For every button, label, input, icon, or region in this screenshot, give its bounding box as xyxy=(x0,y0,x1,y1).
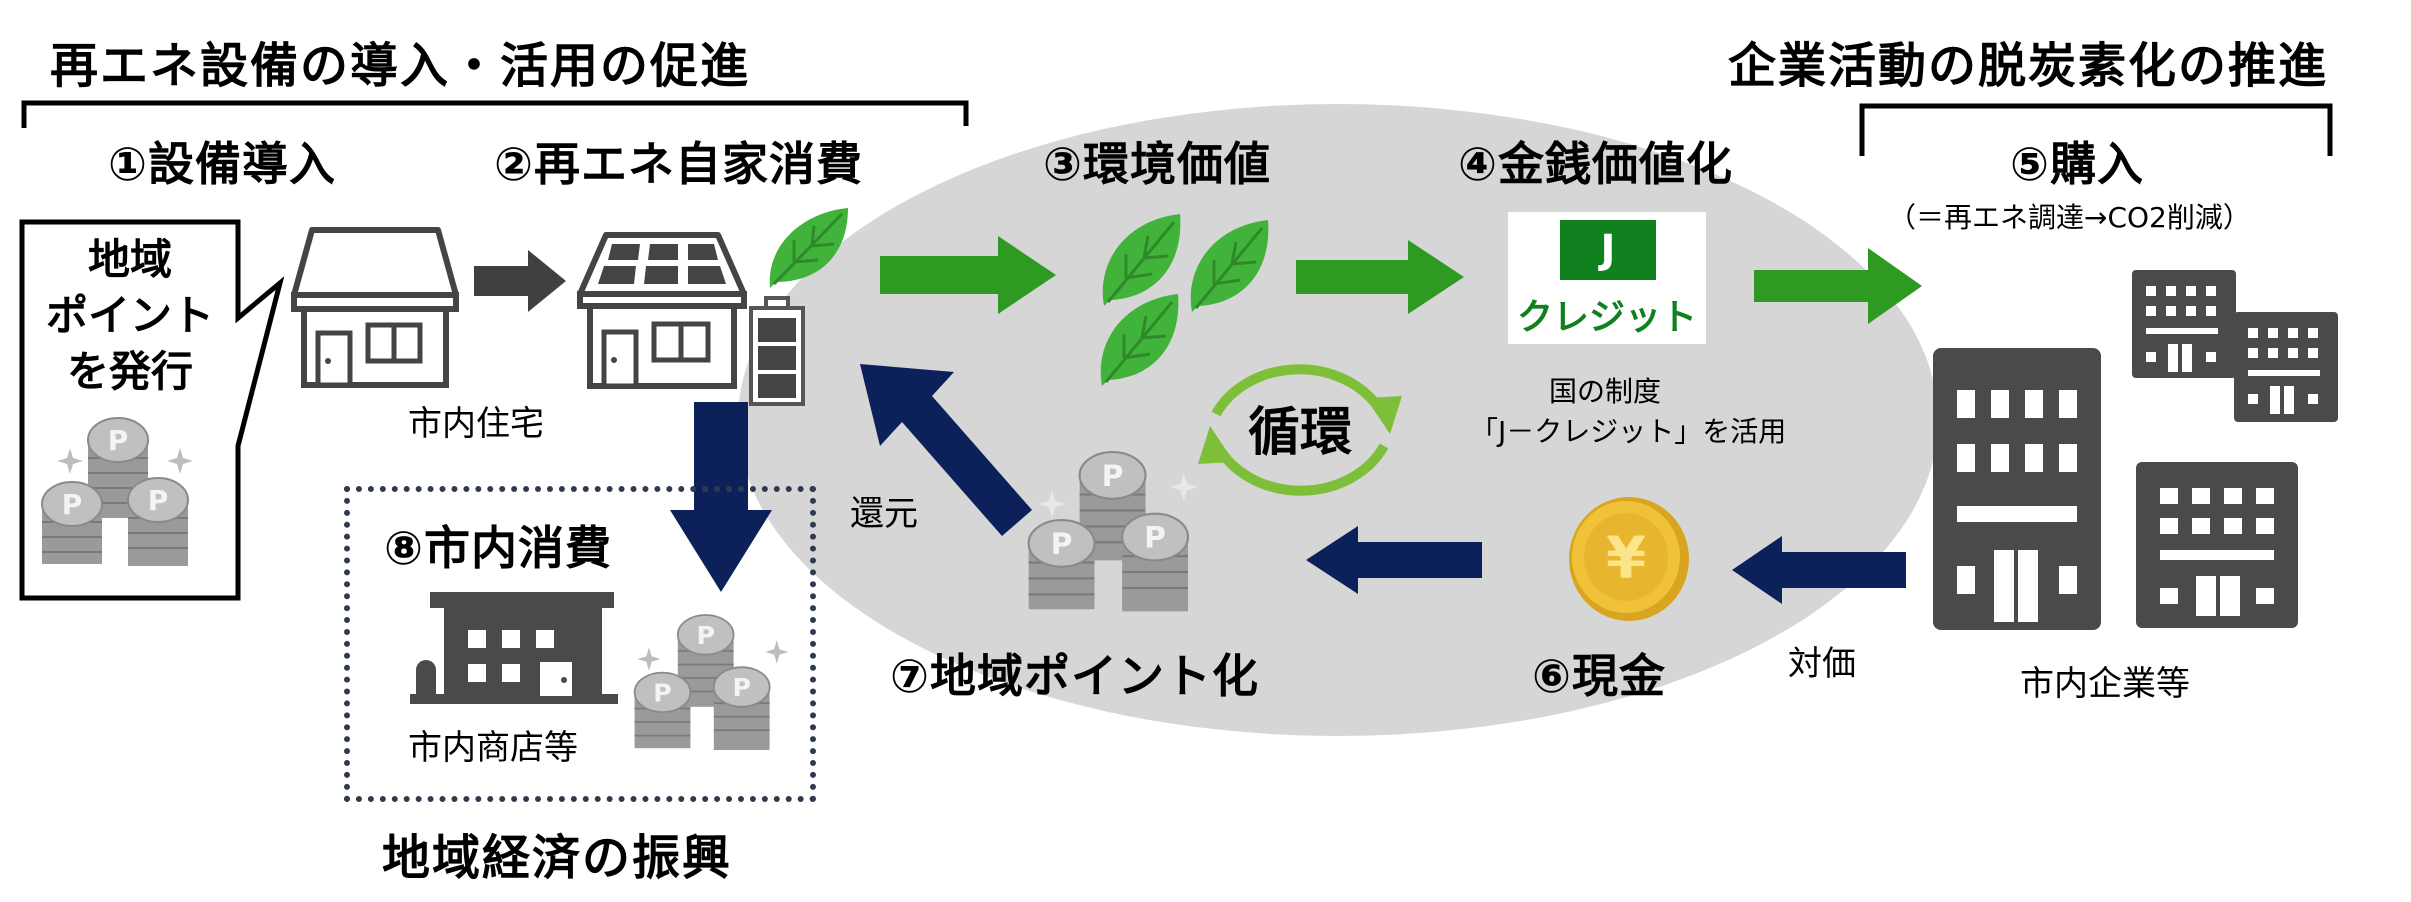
local-consumption-box xyxy=(344,486,816,802)
step-7-label: ⑦地域ポイント化 xyxy=(890,649,1259,703)
svg-text:P: P xyxy=(148,484,169,517)
leaf-icon xyxy=(1100,294,1179,386)
coin-stack-icon: P P P xyxy=(41,417,193,566)
leaf-icon xyxy=(769,208,848,288)
purchase-note: （＝再エネ調達→CO2削減） xyxy=(1888,201,2251,234)
svg-text:P: P xyxy=(62,488,83,521)
battery-icon xyxy=(749,296,805,406)
sparkle-icon xyxy=(1038,473,1198,518)
shop-icon xyxy=(410,592,618,704)
shops-caption: 市内商店等 xyxy=(408,728,578,768)
house-icon xyxy=(291,227,459,388)
left-section-title: 再エネ設備の導入・活用の促進 xyxy=(50,38,751,94)
cycle-arrows-icon xyxy=(1198,364,1402,496)
svg-text:P: P xyxy=(108,424,129,457)
office-buildings-icon xyxy=(1933,270,2338,630)
step-2-label: ②再エネ自家消費 xyxy=(494,137,863,191)
return-caption: 還元 xyxy=(850,494,918,534)
jcredit-note: 国の制度 「J－クレジット」を活用 xyxy=(1470,375,1787,448)
companies-caption: 市内企業等 xyxy=(2020,664,2190,704)
step-5-label: ⑤購入 xyxy=(2010,137,2144,191)
navy-arrow-left-2 xyxy=(1732,536,1906,604)
coin-stack-shop: P P P xyxy=(633,614,789,750)
leaf-icon xyxy=(1190,220,1269,312)
green-arrow-3 xyxy=(1754,248,1922,324)
cycle-label: 循環 xyxy=(1248,403,1353,463)
step-4-label: ④金銭価値化 xyxy=(1458,137,1733,191)
green-arrow-2 xyxy=(1296,240,1464,314)
solar-house-icon xyxy=(577,232,747,389)
jcredit-logo-text: クレジット xyxy=(1516,297,1697,338)
step-1-label: ①設備導入 xyxy=(108,137,336,191)
homes-caption: 市内住宅 xyxy=(408,404,544,444)
leaf-icon xyxy=(1102,214,1181,306)
coin-stack-points: P P P xyxy=(1027,450,1198,612)
navy-arrow-left-1 xyxy=(1306,526,1482,594)
consideration-caption: 対価 xyxy=(1788,644,1856,684)
svg-text:P: P xyxy=(696,621,714,650)
sparkle-icon xyxy=(57,448,193,474)
jcredit-logo-badge: J xyxy=(1560,220,1656,280)
bottom-section-title: 地域経済の振興 xyxy=(382,830,733,886)
green-arrow-1 xyxy=(880,236,1056,314)
svg-text:P: P xyxy=(653,678,671,707)
navy-arrow-up-left xyxy=(860,364,1032,536)
sparkle-icon xyxy=(637,640,789,671)
svg-text:P: P xyxy=(1102,459,1124,494)
step-8-label: ⑧市内消費 xyxy=(384,521,612,575)
step-6-label: ⑥現金 xyxy=(1532,649,1666,703)
coin-stack-callout: P P P xyxy=(41,417,193,566)
step-3-label: ③環境価値 xyxy=(1043,137,1271,191)
svg-text:P: P xyxy=(1144,521,1166,556)
right-section-title: 企業活動の脱炭素化の推進 xyxy=(1728,38,2329,94)
svg-text:P: P xyxy=(732,673,750,702)
yen-coin-icon: ¥ xyxy=(1569,497,1689,621)
svg-text:P: P xyxy=(1051,527,1073,562)
navy-arrow-down xyxy=(670,402,772,592)
svg-text:¥: ¥ xyxy=(1606,524,1646,592)
callout-text: 地域 ポイント を発行 xyxy=(45,235,214,396)
dark-arrow-right xyxy=(474,250,566,312)
jcredit-logo: J クレジット xyxy=(1508,212,1706,344)
